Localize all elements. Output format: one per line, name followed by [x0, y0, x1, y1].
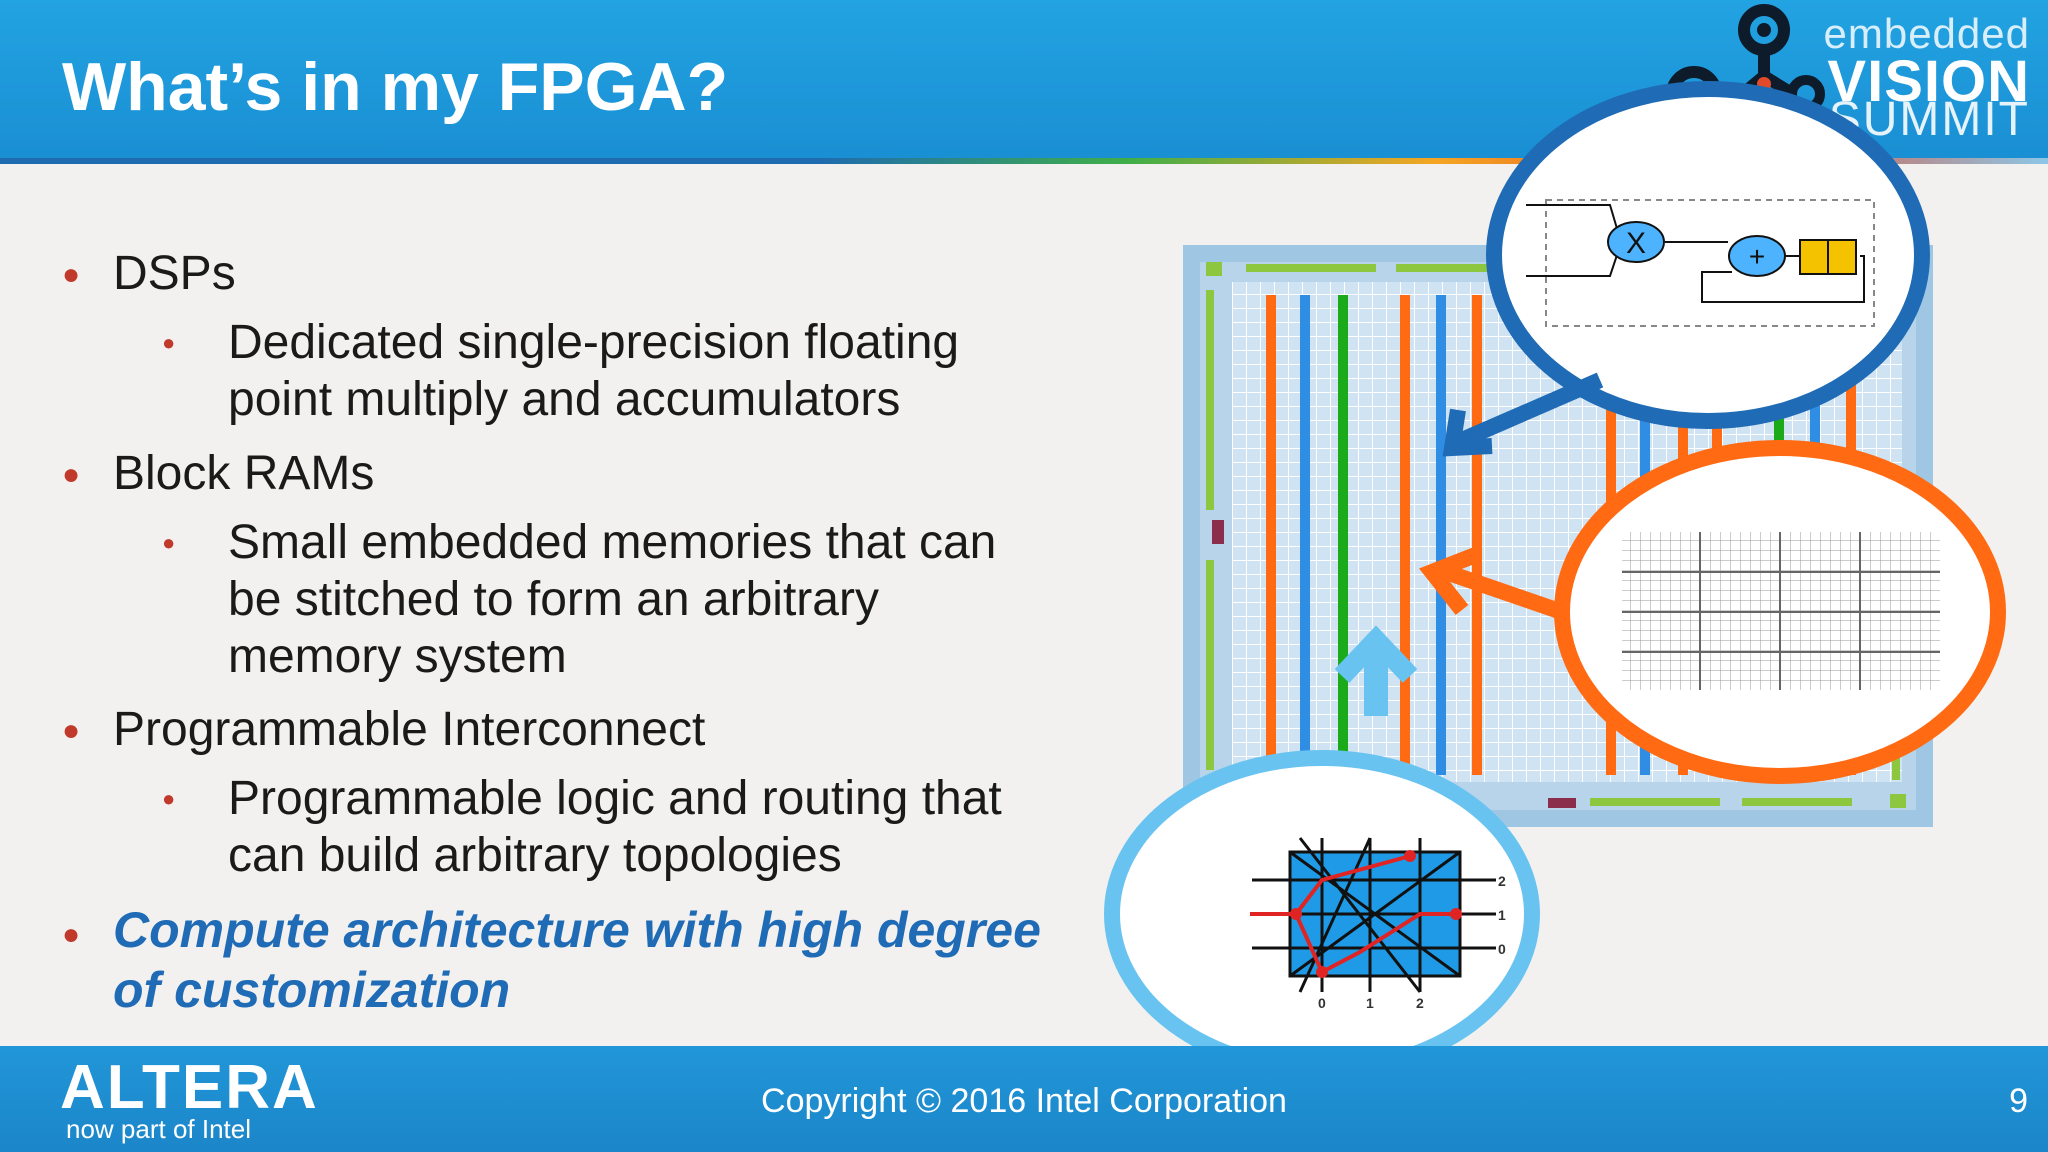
- accumulator-register: [1799, 239, 1829, 275]
- multiply-symbol: X: [1626, 227, 1646, 260]
- altera-tagline: now part of Intel: [66, 1114, 251, 1144]
- header-color-strip: [0, 158, 2048, 164]
- routing-row-label: 1: [1498, 907, 1506, 923]
- bullet-brams: Block RAMs: [113, 447, 375, 500]
- bram-cells: [1622, 532, 1940, 690]
- sub-bullet-brams-3: memory system: [228, 630, 567, 683]
- bullet-dot: ●: [62, 918, 81, 951]
- sub-bullet-dsps-2: point multiply and accumulators: [228, 373, 901, 426]
- dsp-callout-bubble: [1486, 81, 1930, 429]
- dsp-callout-arrowhead: [1442, 408, 1493, 457]
- copyright-text: Copyright © 2016 Intel Corporation: [761, 1082, 1287, 1120]
- routing-row-label: 0: [1498, 941, 1506, 957]
- bullet-interconnect: Programmable Interconnect: [113, 703, 706, 756]
- routing-col-label: 0: [1318, 995, 1326, 1011]
- routing-col-label: 2: [1416, 995, 1424, 1011]
- pll-block: [1548, 798, 1576, 808]
- add-node: [1728, 235, 1786, 277]
- accumulator-register: [1827, 239, 1857, 275]
- sub-bullet-dot: ●: [162, 530, 176, 555]
- sub-bullet-dsps-1: Dedicated single-precision floating: [228, 316, 960, 369]
- bullet-dot: ●: [62, 458, 81, 491]
- routed-path: [1250, 854, 1456, 975]
- bram-callout-arrowhead: [1419, 546, 1481, 615]
- bullet-list: ● DSPs ● Dedicated single-precision floa…: [62, 247, 1041, 1018]
- sub-bullet-brams-1: Small embedded memories that can: [228, 516, 997, 569]
- routing-row-label: 2: [1498, 873, 1506, 889]
- routing-nodes: [1290, 850, 1462, 978]
- emphasis-line-1: Compute architecture with high degree: [113, 902, 1041, 958]
- logo-embedded-text: embedded: [1823, 10, 2030, 57]
- bram-callout-arrow: [1443, 564, 1565, 620]
- emphasis-line-2: of customization: [113, 962, 511, 1018]
- sub-bullet-dot: ●: [162, 330, 176, 355]
- pll-block: [1212, 520, 1224, 544]
- slide-footer: [0, 1046, 2048, 1152]
- sub-bullet-dot: ●: [162, 786, 176, 811]
- routing-callout-arrowhead: [1334, 625, 1418, 683]
- add-symbol: +: [1749, 241, 1765, 272]
- dsp-wires: [1526, 204, 1865, 303]
- sub-bullet-interconnect-2: can build arbitrary topologies: [228, 829, 842, 882]
- bullet-dsps: DSPs: [113, 247, 236, 300]
- bullet-dot: ●: [62, 258, 81, 291]
- routing-col-label: 1: [1366, 995, 1374, 1011]
- page-number: 9: [2009, 1082, 2028, 1120]
- multiply-node: [1607, 221, 1665, 263]
- altera-logo: ALTERA: [60, 1053, 319, 1122]
- sub-bullet-brams-2: be stitched to form an arbitrary: [228, 573, 879, 626]
- logo-vision-text: VISION: [1827, 49, 2030, 114]
- dsp-callout-arrow: [1458, 372, 1604, 448]
- bullet-dot: ●: [62, 714, 81, 747]
- sub-bullet-interconnect-1: Programmable logic and routing that: [228, 772, 1002, 825]
- slide-title: What’s in my FPGA?: [62, 49, 729, 125]
- dsp-block-outline: [1545, 199, 1875, 327]
